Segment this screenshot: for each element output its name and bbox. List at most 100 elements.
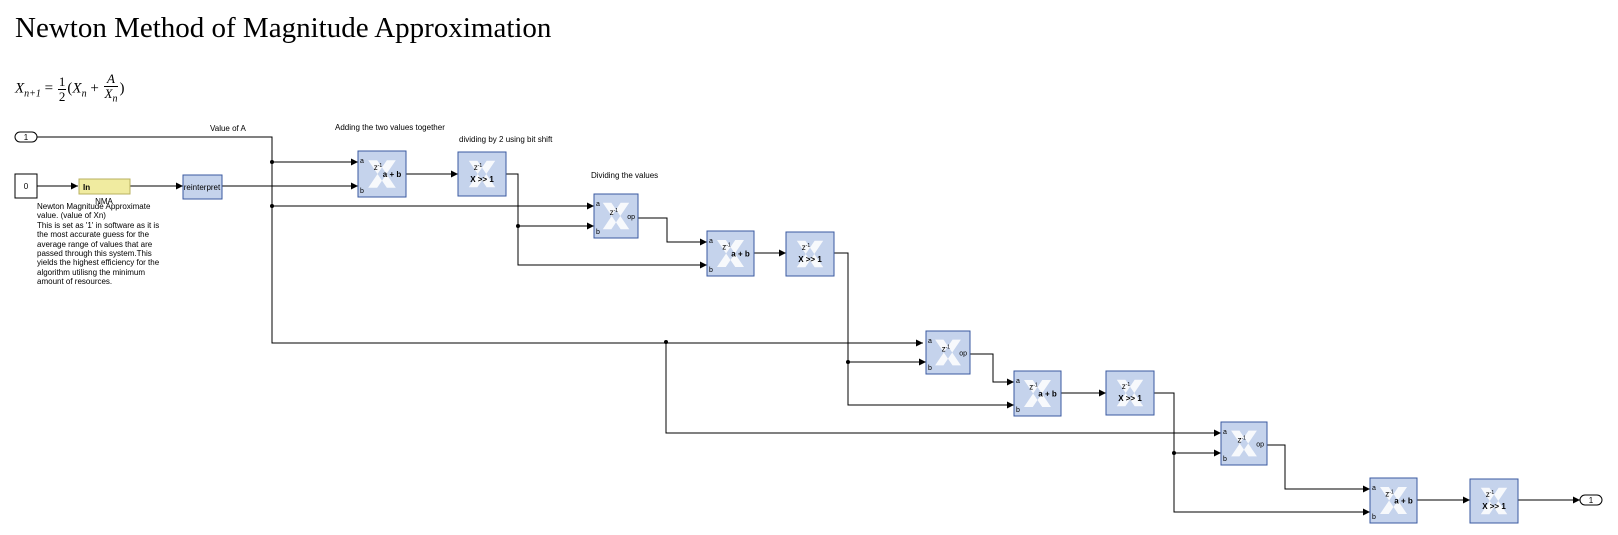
formula-frac-num: A — [103, 72, 119, 87]
shift-block-4-body — [1469, 478, 1519, 524]
xilinx-logo-icon — [1116, 379, 1144, 407]
signal-wires — [37, 136, 1580, 516]
divide-block-1-op: op — [627, 214, 635, 221]
addsub-block-3-port-a: a — [1016, 378, 1020, 385]
divide-block-1-latency: z-1 — [610, 208, 619, 217]
wire-div2-to-add3 — [970, 353, 1014, 386]
divide-block-2-latency: z-1 — [942, 345, 951, 354]
addsub-block-1-port-b: b — [360, 188, 364, 195]
nma-description-note: Newton Magnitude Approximate value. (val… — [37, 202, 160, 287]
shift-block-3-body — [1105, 370, 1155, 416]
formula-half-den: 2 — [58, 88, 66, 104]
addsub-block-1-body — [357, 150, 407, 198]
reinterpret-label: reinterpret — [184, 183, 221, 192]
reinterpret-block[interactable]: reinterpret — [182, 174, 223, 200]
xilinx-logo-icon — [935, 339, 961, 366]
inport-1[interactable]: 1 — [14, 131, 38, 143]
wire-junction — [664, 340, 668, 344]
divide-block-1-body — [593, 193, 639, 239]
divide-block-2-port-a: a — [928, 338, 932, 345]
formula-xn-var: X — [72, 80, 82, 97]
shift-block-1[interactable]: z-1X >> 1 — [457, 151, 507, 197]
shift-block-2[interactable]: z-1X >> 1 — [785, 231, 835, 277]
label-dividing-values: Dividing the values — [591, 171, 658, 180]
formula-xn-sub: n — [81, 88, 87, 100]
divide-block-2-port-b: b — [928, 365, 932, 372]
outport-1-label: 1 — [1589, 496, 1594, 505]
divide-block-2[interactable]: z-1 op a b — [925, 330, 971, 375]
outport-1-shape — [1579, 494, 1603, 506]
addsub-block-2-latency: z-1 — [722, 243, 731, 252]
wire-div3-to-add4 — [1267, 444, 1370, 493]
addsub-block-4-latency: z-1 — [1385, 490, 1394, 499]
divide-block-3-port-b: b — [1223, 456, 1227, 463]
wire-div1-to-add2 — [638, 217, 707, 246]
label-adding-values: Adding the two values together — [335, 123, 445, 132]
shift-block-2-body — [785, 231, 835, 277]
reinterpret-body — [182, 174, 223, 200]
formula-lhs-var: X — [15, 80, 25, 97]
addsub-block-3-op: a + b — [1038, 390, 1057, 399]
addsub-block-4[interactable]: z-1a + b a b — [1369, 477, 1418, 524]
divide-block-1-port-a: a — [596, 201, 600, 208]
addsub-block-1[interactable]: z-1a + bab — [357, 150, 407, 198]
shift-block-4-op: X >> 1 — [1482, 502, 1506, 511]
addsub-block-4-op: a + b — [1394, 497, 1413, 506]
addsub-block-2-body — [706, 230, 755, 277]
wire-junction — [270, 204, 274, 208]
wire-x1-to-add2 — [506, 173, 707, 269]
shift-block-3-op: X >> 1 — [1118, 394, 1142, 403]
xilinx-logo-icon — [368, 160, 396, 188]
shift-block-2-op: X >> 1 — [798, 255, 822, 264]
shift-block-1-body — [457, 151, 507, 197]
divide-block-2-op: op — [959, 351, 967, 358]
xilinx-logo-icon — [1024, 380, 1051, 407]
formula-close: ) — [119, 80, 125, 97]
label-dividing-bit-shift: dividing by 2 using bit shift — [459, 135, 553, 144]
divide-block-2-body — [925, 330, 971, 375]
formula-lhs-sub: n+1 — [24, 88, 41, 100]
formula-half-num: 1 — [57, 73, 67, 90]
addsub-block-3[interactable]: z-1a + bab — [1013, 370, 1062, 417]
shift-block-4-latency: z-1 — [1486, 490, 1495, 499]
gateway-in-block[interactable]: In — [78, 178, 131, 195]
xilinx-logo-icon — [717, 240, 744, 267]
formula-frac-den-var: X — [104, 86, 113, 101]
shift-block-4[interactable]: z-1 X >> 1 — [1469, 478, 1519, 524]
addsub-block-1-latency: z-1 — [374, 163, 383, 172]
wire-x2-to-add3 — [834, 252, 1014, 409]
addsub-block-4-port-a: a — [1372, 485, 1376, 492]
gateway-in-label: In — [83, 183, 90, 192]
inport-1-shape — [14, 131, 38, 143]
shift-block-3[interactable]: z-1 X >> 1 — [1105, 370, 1155, 416]
addsub-block-3-latency: z-1 — [1029, 383, 1038, 392]
wire-junction — [1172, 451, 1176, 455]
outport-1[interactable]: 1 — [1579, 494, 1603, 506]
divide-block-3-latency: z-1 — [1237, 436, 1246, 445]
wire-junction — [846, 360, 850, 364]
addsub-block-3-body — [1013, 370, 1062, 417]
xilinx-logo-icon — [468, 160, 496, 188]
addsub-block-2[interactable]: z-1a + bab — [706, 230, 755, 277]
addsub-block-1-port-a: a — [360, 158, 364, 165]
xilinx-logo-icon — [602, 202, 630, 230]
wire-junction — [270, 160, 274, 164]
formula-open: ( — [67, 80, 73, 97]
formula-frac-den-sub: n — [112, 93, 118, 105]
wire-junction — [516, 224, 520, 228]
divide-block-3-port-a: a — [1223, 429, 1227, 436]
shift-block-3-latency: z-1 — [1122, 382, 1131, 391]
addsub-block-4-port-b: b — [1372, 514, 1376, 521]
addsub-block-4-body — [1369, 477, 1418, 524]
shift-block-1-op: X >> 1 — [470, 175, 494, 184]
constant-block[interactable]: 0 — [14, 173, 38, 199]
inport-1-label: 1 — [24, 133, 29, 142]
